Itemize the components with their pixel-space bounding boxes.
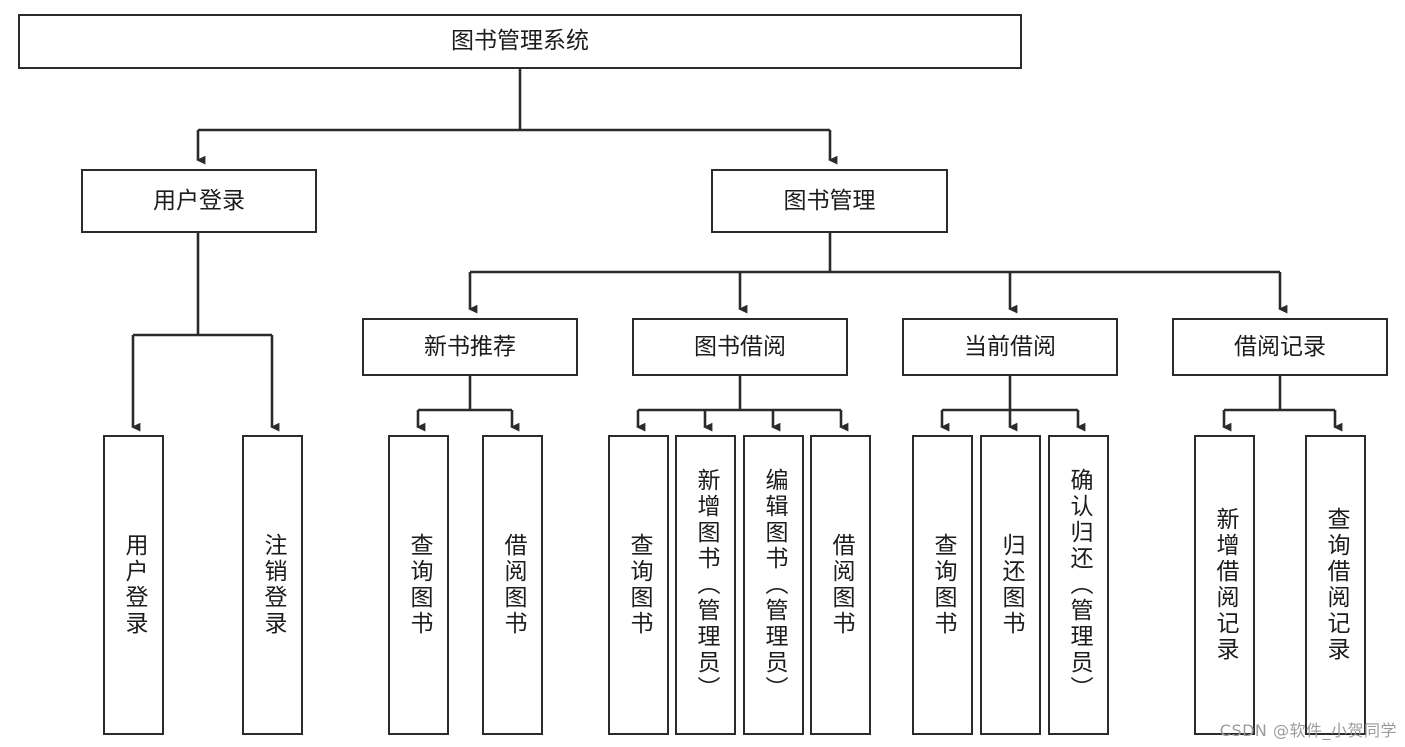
leaf-borrow-query-book-label: 查询图书 bbox=[626, 533, 652, 637]
node-book-management[interactable]: 图书管理 bbox=[711, 169, 948, 233]
node-root-label: 图书管理系统 bbox=[451, 28, 589, 55]
leaf-user-login-signout[interactable]: 注销登录 bbox=[242, 435, 303, 735]
leaf-user-login-signout-label: 注销登录 bbox=[260, 533, 286, 637]
leaf-borrow-edit-book-label: 编辑图书（管理员） bbox=[761, 468, 787, 702]
leaf-new-book-query[interactable]: 查询图书 bbox=[388, 435, 449, 735]
node-book-borrow[interactable]: 图书借阅 bbox=[632, 318, 848, 376]
leaf-borrow-edit-book[interactable]: 编辑图书（管理员） bbox=[743, 435, 804, 735]
leaf-user-login-signin-label: 用户登录 bbox=[121, 533, 147, 637]
node-borrow-records-label: 借阅记录 bbox=[1234, 333, 1326, 360]
leaf-records-query-record-label: 查询借阅记录 bbox=[1323, 507, 1349, 663]
leaf-current-query-book[interactable]: 查询图书 bbox=[912, 435, 973, 735]
leaf-records-add-record-label: 新增借阅记录 bbox=[1212, 507, 1238, 663]
leaf-current-query-book-label: 查询图书 bbox=[930, 533, 956, 637]
leaf-new-book-query-label: 查询图书 bbox=[406, 533, 432, 637]
node-current-borrow-label: 当前借阅 bbox=[964, 333, 1056, 360]
leaf-new-book-borrow-label: 借阅图书 bbox=[500, 533, 526, 637]
leaf-new-book-borrow[interactable]: 借阅图书 bbox=[482, 435, 543, 735]
leaf-borrow-add-book[interactable]: 新增图书（管理员） bbox=[675, 435, 736, 735]
node-user-login-label: 用户登录 bbox=[153, 187, 245, 214]
leaf-records-query-record[interactable]: 查询借阅记录 bbox=[1305, 435, 1366, 735]
node-borrow-records[interactable]: 借阅记录 bbox=[1172, 318, 1388, 376]
leaf-borrow-borrow-book-label: 借阅图书 bbox=[828, 533, 854, 637]
leaf-current-confirm-return-label: 确认归还（管理员） bbox=[1066, 468, 1092, 702]
leaf-records-add-record[interactable]: 新增借阅记录 bbox=[1194, 435, 1255, 735]
leaf-current-return-book-label: 归还图书 bbox=[998, 533, 1024, 637]
leaf-borrow-add-book-label: 新增图书（管理员） bbox=[693, 468, 719, 702]
node-current-borrow[interactable]: 当前借阅 bbox=[902, 318, 1118, 376]
node-user-login[interactable]: 用户登录 bbox=[81, 169, 317, 233]
node-new-book-recommend-label: 新书推荐 bbox=[424, 333, 516, 360]
node-book-management-label: 图书管理 bbox=[783, 187, 876, 214]
node-new-book-recommend[interactable]: 新书推荐 bbox=[362, 318, 578, 376]
leaf-current-return-book[interactable]: 归还图书 bbox=[980, 435, 1041, 735]
leaf-borrow-borrow-book[interactable]: 借阅图书 bbox=[810, 435, 871, 735]
node-root[interactable]: 图书管理系统 bbox=[18, 14, 1022, 69]
node-book-borrow-label: 图书借阅 bbox=[694, 333, 786, 360]
leaf-user-login-signin[interactable]: 用户登录 bbox=[103, 435, 164, 735]
leaf-current-confirm-return[interactable]: 确认归还（管理员） bbox=[1048, 435, 1109, 735]
leaf-borrow-query-book[interactable]: 查询图书 bbox=[608, 435, 669, 735]
